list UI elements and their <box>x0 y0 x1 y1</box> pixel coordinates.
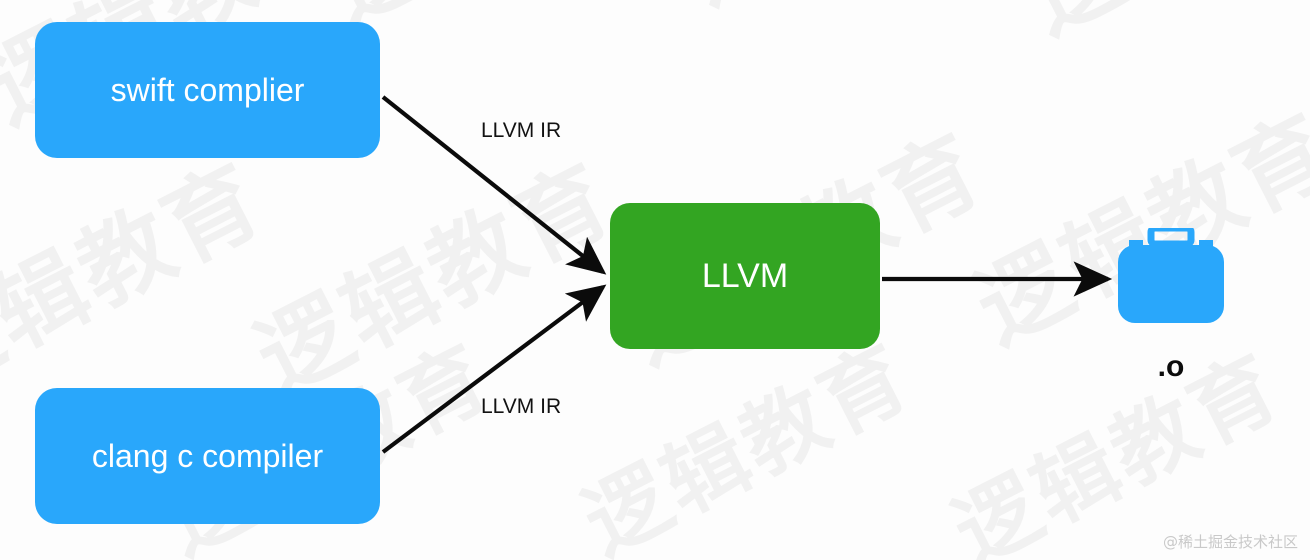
edge-label-clang-to-llvm: LLVM IR <box>481 395 562 418</box>
briefcase-icon <box>1113 228 1229 323</box>
node-object-label: .o <box>1157 350 1185 383</box>
node-swift-compiler-label: swift complier <box>110 71 305 108</box>
node-swift-compiler[interactable]: swift complier <box>35 22 380 158</box>
edge-label-swift-to-llvm: LLVM IR <box>481 119 562 142</box>
node-clang-compiler[interactable]: clang c compiler <box>35 388 380 524</box>
node-llvm-label: LLVM <box>701 256 789 295</box>
node-llvm[interactable]: LLVM <box>610 203 880 349</box>
watermark-credit: @稀土掘金技术社区 <box>1162 533 1298 551</box>
node-clang-compiler-label: clang c compiler <box>91 437 324 474</box>
arrow-clang-to-llvm <box>381 284 607 454</box>
arrow-swift-to-llvm <box>381 95 607 275</box>
